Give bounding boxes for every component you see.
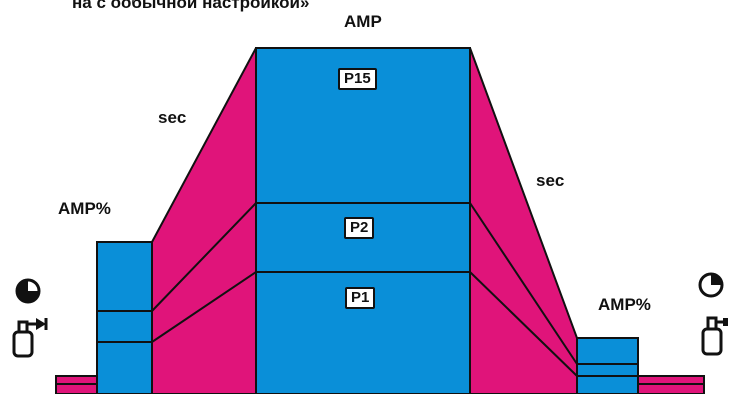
- level-lines: [151, 202, 578, 377]
- downslope-sec-label: sec: [536, 171, 565, 190]
- downslope-area: [469, 47, 578, 394]
- gas-cylinder-icon: [12, 318, 48, 358]
- pre-gas-strip: [55, 375, 99, 394]
- start-amp-percent-label: AMP%: [58, 199, 111, 218]
- end-amp-percent-label: AMP%: [598, 295, 651, 314]
- amp-label: AMP: [344, 12, 382, 31]
- upslope-area: [151, 47, 257, 394]
- end-current-block: [576, 337, 639, 394]
- program-p15-badge: P15: [338, 68, 377, 90]
- program-p2-badge: P2: [344, 217, 375, 239]
- timer-icon: [15, 278, 41, 304]
- start-current-block: [96, 241, 153, 394]
- timer-icon: [698, 272, 724, 298]
- heading-fragment: на с ообычной настройкой»: [72, 0, 310, 12]
- gas-cylinder-icon: [701, 316, 728, 356]
- upslope-sec-label: sec: [158, 108, 187, 127]
- post-gas-strip: [637, 375, 705, 394]
- program-p1-badge: P1: [345, 287, 376, 309]
